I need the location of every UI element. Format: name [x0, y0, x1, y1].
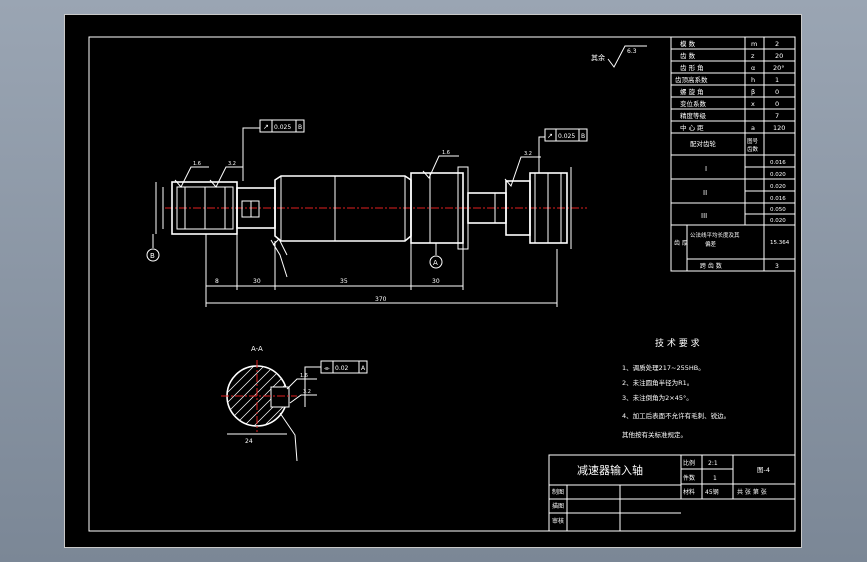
roughness-marks: 1.6 3.2 1.6 3.2 — [174, 150, 541, 256]
svg-text:描图: 描图 — [552, 502, 564, 510]
svg-text:z: z — [751, 52, 755, 60]
svg-text:A: A — [433, 259, 438, 267]
svg-text:公法线平均长度及其: 公法线平均长度及其 — [690, 231, 740, 239]
svg-text:2:1: 2:1 — [708, 460, 718, 467]
svg-text:7: 7 — [775, 112, 779, 120]
svg-text:1.6: 1.6 — [193, 161, 201, 167]
svg-text:0.020: 0.020 — [770, 172, 786, 178]
svg-text:共 张 第 张: 共 张 第 张 — [737, 488, 767, 496]
svg-text:螺 旋 角: 螺 旋 角 — [680, 87, 704, 96]
svg-text:0.020: 0.020 — [770, 218, 786, 224]
svg-text:30: 30 — [253, 278, 261, 285]
svg-text:0.025: 0.025 — [558, 133, 575, 140]
svg-text:其余: 其余 — [591, 53, 605, 62]
svg-text:审核: 审核 — [552, 517, 564, 525]
drawing-title: 减速器输入轴 — [577, 463, 643, 477]
svg-text:2、未注圆角半径为R1。: 2、未注圆角半径为R1。 — [622, 378, 693, 387]
shaft-main-view: B A 8 30 35 30 370 — [146, 127, 587, 307]
svg-text:3.2: 3.2 — [524, 151, 532, 157]
tolerance-frame-1: ↗ 0.025 B — [259, 119, 305, 133]
svg-text:0.016: 0.016 — [770, 160, 786, 166]
svg-text:其他按有关标准规定。: 其他按有关标准规定。 — [622, 430, 687, 439]
general-roughness-note: 其余 6.3 — [591, 45, 647, 68]
svg-text:15.364: 15.364 — [770, 240, 790, 246]
engineering-drawing: 其余 6.3 — [88, 36, 796, 532]
svg-text:3: 3 — [775, 263, 779, 270]
svg-text:3、未注倒角为2×45°。: 3、未注倒角为2×45°。 — [622, 393, 693, 402]
svg-text:1: 1 — [775, 76, 779, 84]
svg-text:II: II — [703, 189, 707, 197]
svg-text:B: B — [150, 252, 155, 260]
svg-text:偏差: 偏差 — [705, 240, 717, 248]
svg-text:配对齿轮: 配对齿轮 — [690, 139, 717, 148]
svg-text:8: 8 — [215, 278, 219, 285]
svg-text:20: 20 — [775, 52, 783, 60]
svg-text:↗: ↗ — [263, 123, 269, 131]
svg-text:图号: 图号 — [747, 137, 759, 145]
svg-text:1.6: 1.6 — [442, 150, 450, 156]
svg-text:A: A — [361, 365, 366, 372]
svg-text:120: 120 — [773, 124, 785, 132]
svg-text:3.2: 3.2 — [228, 161, 236, 167]
svg-text:1.6: 1.6 — [300, 373, 308, 379]
svg-text:m: m — [751, 40, 757, 48]
svg-text:x: x — [751, 100, 755, 108]
svg-text:β: β — [751, 88, 755, 96]
svg-text:⌯: ⌯ — [324, 364, 330, 372]
svg-text:24: 24 — [245, 438, 253, 445]
svg-text:技 术 要 求: 技 术 要 求 — [655, 337, 700, 349]
svg-text:0.025: 0.025 — [274, 124, 291, 131]
svg-text:齿 形 角: 齿 形 角 — [680, 63, 704, 72]
svg-text:B: B — [298, 124, 302, 131]
svg-text:变位系数: 变位系数 — [680, 99, 707, 108]
svg-text:30: 30 — [432, 278, 440, 285]
cad-viewport[interactable]: 其余 6.3 — [64, 14, 802, 548]
svg-text:中 心 距: 中 心 距 — [680, 123, 704, 132]
svg-text:α: α — [751, 64, 755, 72]
svg-text:45钢: 45钢 — [705, 488, 719, 496]
svg-text:0.020: 0.020 — [770, 184, 786, 190]
svg-text:0: 0 — [775, 88, 779, 96]
svg-text:B: B — [581, 133, 585, 140]
svg-text:h: h — [751, 76, 755, 84]
svg-text:精度等级: 精度等级 — [680, 111, 707, 120]
svg-text:III: III — [701, 212, 707, 220]
gear-parameter-table: 模 数 m 2 齿 数 z 20 齿 形 角 α 20° 齿顶高系数 h 1 螺 旋 角 β 0 变… — [670, 36, 796, 272]
svg-text:0.016: 0.016 — [770, 196, 786, 202]
svg-text:A-A: A-A — [251, 345, 263, 353]
svg-text:1: 1 — [713, 475, 717, 482]
drawing-border — [88, 36, 796, 532]
svg-text:齿 数: 齿 数 — [680, 51, 696, 60]
svg-text:3.2: 3.2 — [303, 389, 311, 395]
tolerance-frame-2: ↗ 0.025 B — [544, 128, 588, 142]
svg-text:齿顶高系数: 齿顶高系数 — [675, 75, 708, 84]
svg-text:模 数: 模 数 — [680, 39, 696, 48]
svg-text:6.3: 6.3 — [627, 48, 637, 55]
svg-text:材料: 材料 — [683, 488, 695, 496]
title-block: 减速器输入轴 比例 2:1 件数 1 材料 45钢 图-4 共 张 第 张 制图… — [548, 454, 796, 532]
svg-text:0: 0 — [775, 100, 779, 108]
svg-text:20°: 20° — [773, 64, 785, 72]
svg-text:0.050: 0.050 — [770, 207, 786, 213]
svg-text:齿 厚: 齿 厚 — [674, 239, 688, 247]
tolerance-frame-3: ⌯ 0.02 A — [304, 360, 368, 387]
svg-text:4、加工后表面不允许有毛刺、锐边。: 4、加工后表面不允许有毛刺、锐边。 — [622, 411, 730, 420]
svg-text:齿数: 齿数 — [747, 145, 759, 153]
svg-text:a: a — [751, 124, 755, 132]
svg-text:2: 2 — [775, 40, 779, 48]
svg-text:图-4: 图-4 — [757, 466, 770, 474]
section-view-aa: A-A 24 1.6 3.2 — [221, 345, 317, 462]
svg-text:制图: 制图 — [552, 488, 564, 496]
svg-text:跨 齿 数: 跨 齿 数 — [700, 262, 722, 270]
svg-text:I: I — [705, 165, 707, 173]
svg-text:1、调质处理217~255HB。: 1、调质处理217~255HB。 — [622, 363, 705, 372]
svg-text:0.02: 0.02 — [335, 365, 349, 372]
svg-text:件数: 件数 — [683, 474, 695, 482]
technical-requirements: 技 术 要 求 1、调质处理217~255HB。 2、未注圆角半径为R1。 3、… — [622, 337, 730, 439]
svg-text:↗: ↗ — [547, 132, 553, 140]
svg-text:370: 370 — [375, 296, 387, 303]
svg-text:比例: 比例 — [683, 459, 695, 467]
svg-text:35: 35 — [340, 278, 348, 285]
